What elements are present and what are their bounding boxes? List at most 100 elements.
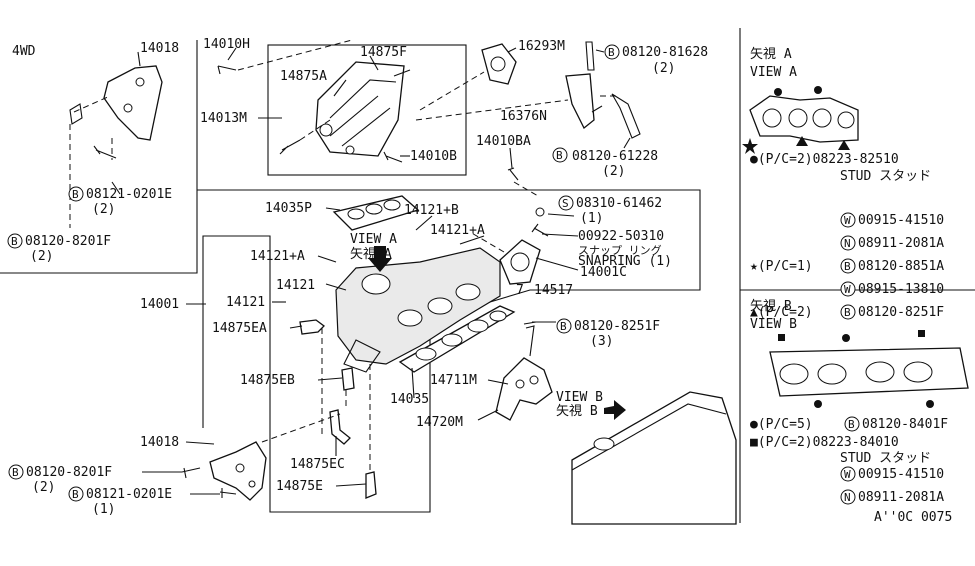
view-a-b2: 08120-8251F xyxy=(858,305,944,320)
bracket-14018-bottom xyxy=(181,413,341,501)
view-b-title-jp: 矢視 B xyxy=(750,299,792,314)
symbol-w: W xyxy=(844,283,851,296)
label-14875eb: 14875EB xyxy=(240,373,295,388)
label-08121-0201e-bottom-qty: (1) xyxy=(92,502,115,517)
label-14018-top: 14018 xyxy=(140,41,179,56)
view-a-star-entry: ★(P/C=1) xyxy=(750,259,813,274)
view-b-w1: 00915-41510 xyxy=(858,467,944,482)
view-b-title: VIEW B xyxy=(750,317,797,332)
egr-parts-top xyxy=(415,41,641,197)
bracket-14018-top xyxy=(69,65,163,228)
label-7: 7 xyxy=(516,283,524,298)
frame-lines xyxy=(0,28,975,523)
label-14013m: 14013M xyxy=(200,111,247,126)
label-14711m: 14711M xyxy=(430,373,477,388)
view-a-title-jp: 矢視 A xyxy=(750,47,792,62)
heat-shield-assembly xyxy=(217,39,411,163)
label-4wd: 4WD xyxy=(12,44,36,59)
label-14517: 14517 xyxy=(534,283,573,298)
bracket-14711m xyxy=(495,321,553,421)
label-snap-ring-jp: スナップ リング xyxy=(578,243,662,257)
label-14720m: 14720M xyxy=(416,415,463,430)
label-view-a-mid-jp: 矢視 A xyxy=(350,247,392,262)
symbol-b: B xyxy=(608,46,615,59)
symbol-s: S xyxy=(562,197,569,210)
label-08120-81628-qty: (2) xyxy=(652,61,675,76)
symbol-n: N xyxy=(844,491,851,504)
label-14035: 14035 xyxy=(390,392,429,407)
label-08120-8251f-mid-qty: (3) xyxy=(590,334,613,349)
view-a-w1: 00915-41510 xyxy=(858,213,944,228)
label-view-b-mid-jp: 矢視 B xyxy=(556,404,598,419)
label-08121-0201e-top: 08121-0201E xyxy=(86,187,172,202)
label-08310-61462: 08310-61462 xyxy=(576,196,662,211)
symbol-b: B xyxy=(12,466,19,479)
symbol-n: N xyxy=(844,237,851,250)
view-a-tri-entry: ▲(P/C=2) xyxy=(750,305,813,320)
label-08120-8201f-left-qty: (2) xyxy=(30,249,53,264)
label-14121a-right: 14121+A xyxy=(430,223,485,238)
label-08120-81628: 08120-81628 xyxy=(622,45,708,60)
label-14121-upper: 14121 xyxy=(276,278,315,293)
symbol-b: B xyxy=(848,418,855,431)
label-08120-8201f-left: 08120-8201F xyxy=(25,234,111,249)
label-14010h: 14010H xyxy=(203,37,250,52)
label-08120-8201f-bottom-qty: (2) xyxy=(32,480,55,495)
label-00922-50310: 00922-50310 xyxy=(578,229,664,244)
gasket-14035p xyxy=(332,195,420,231)
view-b-dot-entry: ●(P/C=5) xyxy=(750,417,813,432)
symbol-w: W xyxy=(844,468,851,481)
label-14875f: 14875F xyxy=(360,45,407,60)
label-14121a-left: 14121+A xyxy=(250,249,305,264)
view-a-gasket xyxy=(742,86,859,154)
label-14035p: 14035P xyxy=(265,201,312,216)
view-a-stud: STUD スタッド xyxy=(840,169,931,184)
symbol-w: W xyxy=(844,214,851,227)
label-14001c: 14001C xyxy=(580,265,627,280)
intake-manifold-14001 xyxy=(335,207,549,373)
symbol-b: B xyxy=(844,306,851,319)
view-a-arrow xyxy=(368,246,392,272)
label-14001: 14001 xyxy=(140,297,179,312)
label-14018-bottom: 14018 xyxy=(140,435,179,450)
view-b-arrow xyxy=(604,400,626,420)
view-a-n1: 08911-2081A xyxy=(858,236,944,251)
label-08120-8251f-mid: 08120-8251F xyxy=(574,319,660,334)
view-b-gasket xyxy=(769,330,969,408)
view-a-title: VIEW A xyxy=(750,65,797,80)
label-08120-61228: 08120-61228 xyxy=(572,149,658,164)
label-view-b-mid: VIEW B xyxy=(556,390,603,405)
label-view-a-mid: VIEW A xyxy=(350,232,397,247)
view-b-legend: 矢視 B VIEW B ●(P/C=5) 08120-8401F ■(P/C=2… xyxy=(750,299,952,525)
label-14875ec: 14875EC xyxy=(290,457,345,472)
view-a-legend: 矢視 A VIEW A ●(P/C=2)08223-82510 STUD スタッ… xyxy=(750,47,944,320)
symbol-b: B xyxy=(556,149,563,162)
reference-code: A''0C 0075 xyxy=(874,510,952,525)
leader-lines xyxy=(111,47,631,495)
label-snap-ring: SNAPRING (1) xyxy=(578,254,672,269)
label-14010b: 14010B xyxy=(410,149,457,164)
label-14121b: 14121+B xyxy=(404,203,459,218)
label-14875ea: 14875EA xyxy=(212,321,267,336)
label-08120-8201f-bottom: 08120-8201F xyxy=(26,465,112,480)
circled-symbols: B B B B S B B B W N B W B B W N xyxy=(7,44,860,505)
label-08310-61462-qty: (1) xyxy=(580,211,603,226)
view-a-dot-entry: ●(P/C=2)08223-82510 xyxy=(750,152,899,167)
label-14875a: 14875A xyxy=(280,69,327,84)
view-b-b1: 08120-8401F xyxy=(862,417,948,432)
view-a-w2: 08915-13810 xyxy=(858,282,944,297)
label-14010ba: 14010BA xyxy=(476,134,531,149)
view-b-sq-entry: ■(P/C=2)08223-84010 xyxy=(750,435,899,450)
water-hoses xyxy=(299,319,377,499)
symbol-b: B xyxy=(11,235,18,248)
label-08121-0201e-top-qty: (2) xyxy=(92,202,115,217)
view-b-stud: STUD スタッド xyxy=(840,451,931,466)
label-16293m: 16293M xyxy=(518,39,565,54)
gasket-14035 xyxy=(398,305,516,373)
view-a-b1: 08120-8851A xyxy=(858,259,944,274)
label-08120-61228-qty: (2) xyxy=(602,164,625,179)
label-08121-0201e-bottom: 08121-0201E xyxy=(86,487,172,502)
symbol-b: B xyxy=(844,260,851,273)
label-14121-lower: 14121 xyxy=(226,295,265,310)
